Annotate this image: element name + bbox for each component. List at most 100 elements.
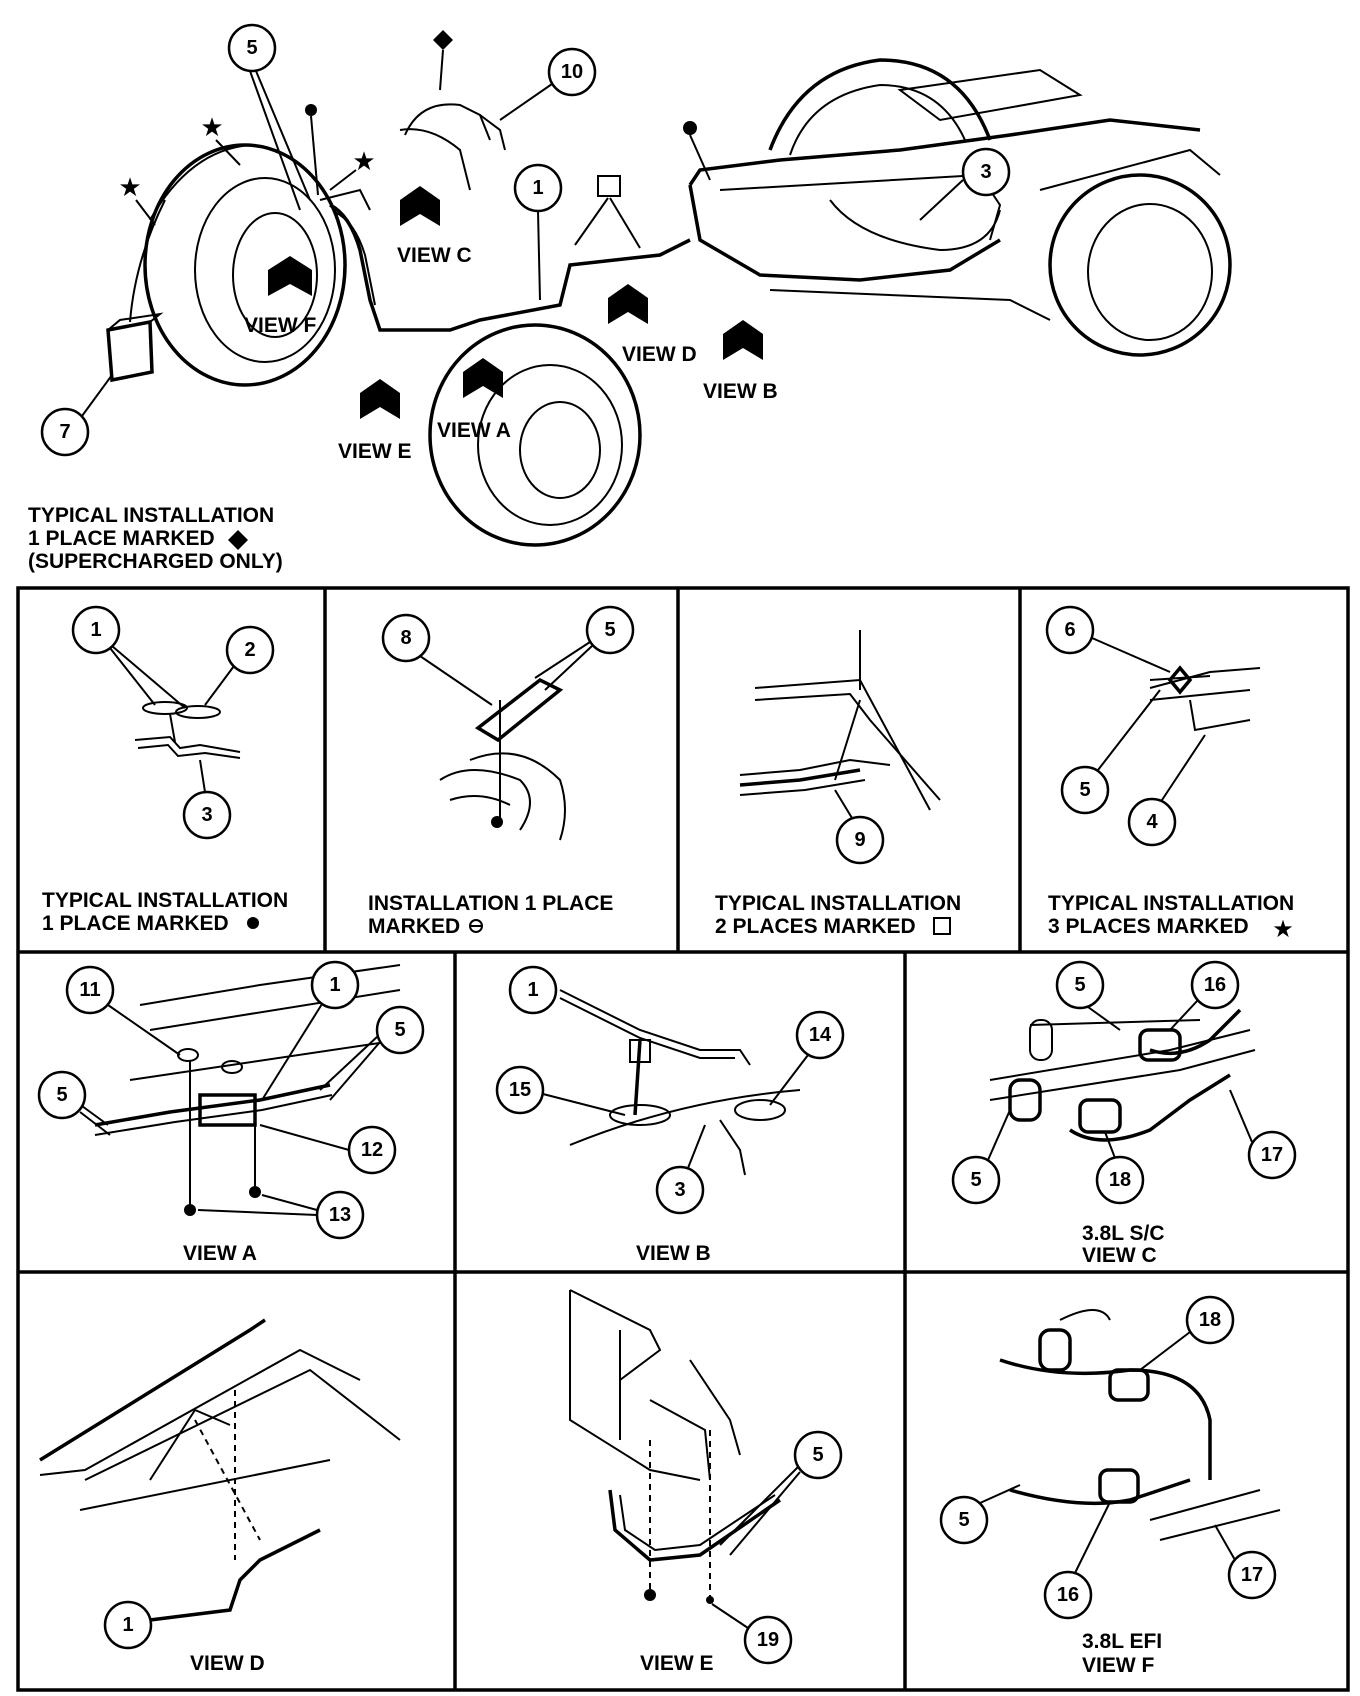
callout: 3 — [655, 1124, 706, 1215]
callout: 17 — [1214, 1524, 1277, 1600]
left-wheel — [143, 143, 347, 387]
callout: 12 — [259, 1124, 397, 1175]
caption-line: VIEW C — [1082, 1244, 1157, 1267]
panel-typical-square: 9 TYPICAL INSTALLATION 2 PLACES MARKED — [715, 630, 961, 938]
square-marker — [933, 917, 951, 935]
caption-line: 3.8L EFI — [1082, 1630, 1162, 1653]
note-line-3: (SUPERCHARGED ONLY) — [28, 550, 283, 573]
callout: 5 — [939, 1484, 1021, 1545]
callout: 15 — [495, 1065, 626, 1116]
svg-text:5: 5 — [56, 1084, 67, 1106]
callout: 4 — [1127, 734, 1206, 847]
view-f-panel: 18 5 16 17 3.8L EFI VIEW F — [939, 1295, 1281, 1677]
svg-text:18: 18 — [1109, 1169, 1131, 1191]
callout: 1 — [261, 960, 360, 1101]
location-markers: ★ ★ ★ — [118, 30, 711, 249]
view-d-panel: 1 VIEW D — [39, 1318, 401, 1675]
caption-line: TYPICAL INSTALLATION — [42, 889, 288, 912]
view-a-label: VIEW A — [437, 419, 511, 442]
svg-text:3: 3 — [201, 804, 212, 826]
svg-text:6: 6 — [1064, 619, 1075, 641]
detail-grid — [16, 586, 1350, 1692]
view-f-label: VIEW F — [244, 314, 317, 337]
svg-text:1: 1 — [122, 1614, 133, 1636]
view-e-label: VIEW E — [338, 440, 412, 463]
svg-text:1: 1 — [532, 177, 543, 199]
dot-marker — [247, 917, 259, 929]
callout: 5 — [719, 1430, 843, 1556]
callout: 10 — [499, 47, 597, 121]
caption-line: 1 PLACE MARKED — [42, 912, 229, 935]
caption-line: TYPICAL INSTALLATION — [1048, 892, 1294, 915]
svg-text:3: 3 — [674, 1179, 685, 1201]
svg-text:3: 3 — [980, 161, 991, 183]
view-b-label: VIEW B — [703, 380, 778, 403]
chassis-and-fuel-tank — [688, 68, 1221, 321]
callout: 5 — [37, 1070, 111, 1136]
callout: 3 — [182, 759, 232, 840]
panel-typical-dot: 1 2 3 TYPICAL INSTALLATION 1 PLACE MARKE… — [42, 605, 288, 935]
svg-text:9: 9 — [854, 829, 865, 851]
svg-text:16: 16 — [1204, 974, 1226, 996]
svg-text:1: 1 — [329, 974, 340, 996]
svg-text:17: 17 — [1241, 1564, 1263, 1586]
caption-line: INSTALLATION 1 PLACE — [368, 892, 613, 915]
svg-text:5: 5 — [1079, 779, 1090, 801]
svg-text:5: 5 — [812, 1444, 823, 1466]
caption-line: VIEW F — [1082, 1654, 1155, 1677]
svg-text:13: 13 — [329, 1204, 351, 1226]
callout: 13 — [197, 1190, 365, 1240]
star-marker: ★ — [200, 112, 223, 142]
svg-text:2: 2 — [244, 639, 255, 661]
view-arrows — [268, 186, 763, 419]
callout: 16 — [1043, 1501, 1111, 1620]
caption-line: 3 PLACES MARKED — [1048, 915, 1249, 938]
svg-text:1: 1 — [90, 619, 101, 641]
callout: 2 — [204, 625, 275, 706]
callout: 9 — [834, 789, 885, 865]
svg-text:14: 14 — [809, 1024, 832, 1046]
callout: 5 — [1060, 689, 1161, 815]
view-a-panel: 11 1 5 5 12 13 VIEW A — [37, 960, 425, 1265]
svg-text:17: 17 — [1261, 1144, 1283, 1166]
canister — [106, 199, 166, 383]
callout: 5 — [227, 23, 311, 211]
callout: 5 — [534, 605, 635, 691]
panel-installation-half-circle: 8 5 INSTALLATION 1 PLACE MARKED — [368, 605, 635, 938]
front-wheel — [428, 323, 642, 547]
callout: 11 — [65, 965, 181, 1056]
panel-typical-star: 6 5 4 TYPICAL INSTALLATION 3 PLACES MARK… — [1045, 605, 1294, 943]
caption-line: VIEW E — [640, 1652, 714, 1675]
callout: 1 — [508, 965, 558, 1015]
svg-text:11: 11 — [79, 979, 100, 1001]
view-e-panel: 5 19 VIEW E — [569, 1289, 843, 1675]
note-line-1: TYPICAL INSTALLATION — [28, 504, 274, 527]
svg-text:5: 5 — [246, 37, 257, 59]
svg-text:18: 18 — [1199, 1309, 1221, 1331]
diamond-marker — [433, 30, 453, 50]
dot-marker — [683, 121, 697, 135]
diamond-marker — [228, 530, 248, 550]
callout: 18 — [1139, 1295, 1235, 1371]
callout: 5 — [319, 1005, 425, 1101]
caption-line: TYPICAL INSTALLATION — [715, 892, 961, 915]
callout: 16 — [1169, 960, 1240, 1031]
svg-text:16: 16 — [1057, 1584, 1079, 1606]
view-c-label: VIEW C — [397, 244, 472, 267]
view-b-panel: 1 14 15 3 VIEW B — [495, 965, 845, 1265]
callout: 1 — [71, 605, 186, 709]
svg-text:4: 4 — [1146, 811, 1158, 833]
svg-text:12: 12 — [361, 1139, 383, 1161]
callout: 6 — [1045, 605, 1171, 673]
svg-text:5: 5 — [958, 1509, 969, 1531]
callout: 3 — [919, 147, 1011, 221]
callout: 1 — [103, 1600, 153, 1650]
view-d-label: VIEW D — [622, 343, 697, 366]
star-marker: ★ — [1272, 916, 1294, 943]
svg-text:10: 10 — [561, 61, 583, 83]
rear-right-wheel — [768, 58, 1232, 357]
svg-text:8: 8 — [400, 627, 411, 649]
svg-text:19: 19 — [757, 1629, 779, 1651]
star-marker: ★ — [352, 146, 375, 176]
